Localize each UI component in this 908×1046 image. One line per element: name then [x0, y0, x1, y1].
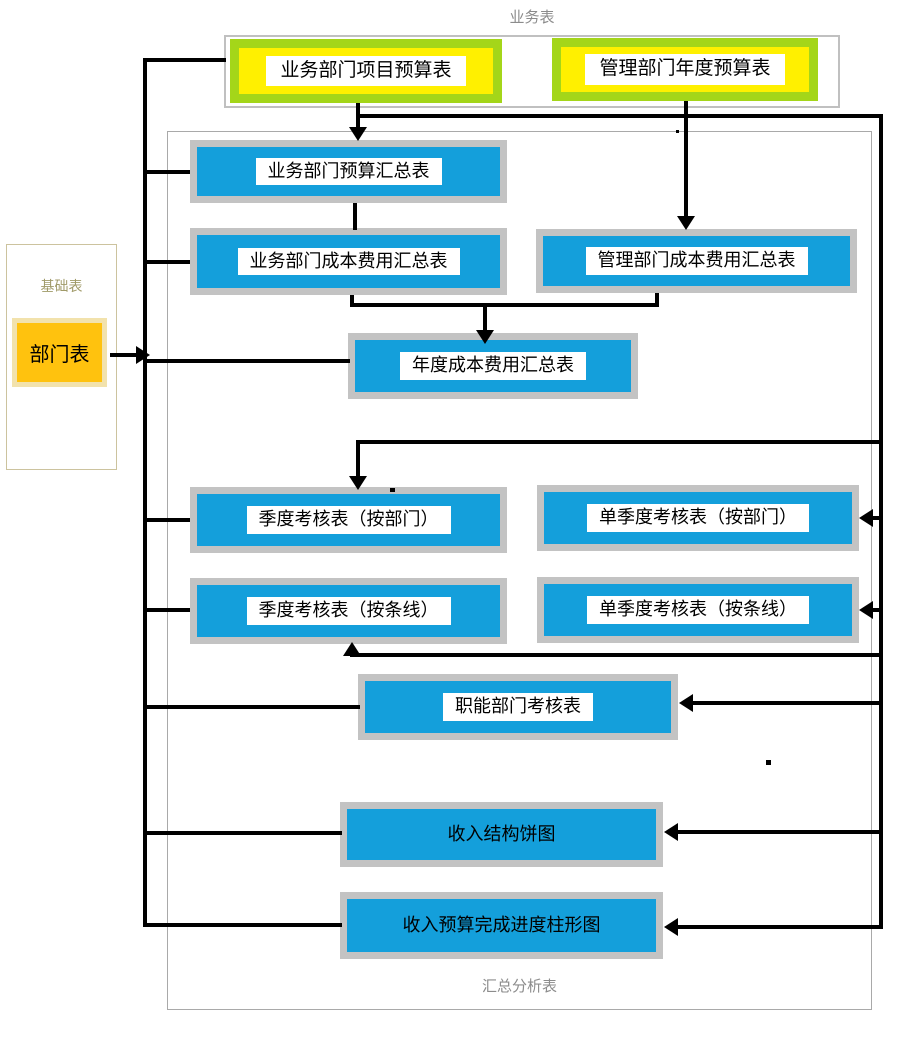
stray-dot — [766, 760, 771, 765]
node-business-dept-project-budget: 业务部门项目预算表 — [230, 39, 502, 103]
node-blue-fill: 单季度考核表（按条线） — [544, 584, 852, 636]
node-blue-fill: 收入结构饼图 — [347, 809, 656, 860]
node-blue-fill: 职能部门考核表 — [365, 681, 671, 733]
arrowhead-down-into-budget-summary — [349, 127, 367, 141]
node-label: 单季度考核表（按部门） — [587, 504, 809, 532]
connector-rail-to-project-budget — [143, 58, 226, 62]
node-amber-fill: 部门表 — [17, 323, 102, 382]
node-yellow-ring: 管理部门年度预算表 — [561, 47, 809, 92]
business-section-label: 业务表 — [509, 9, 555, 26]
connector-mgmt-cost-drop — [655, 293, 659, 305]
node-quarterly-assessment-by-line: 季度考核表（按条线） — [190, 578, 507, 644]
node-business-cost-summary: 业务部门成本费用汇总表 — [190, 228, 507, 295]
node-annual-cost-summary: 年度成本费用汇总表 — [348, 333, 638, 399]
node-label: 业务部门成本费用汇总表 — [237, 247, 460, 276]
node-blue-fill: 管理部门成本费用汇总表 — [543, 236, 850, 286]
arrowhead-right-from-dept-table — [136, 346, 150, 364]
node-label: 业务部门项目预算表 — [266, 55, 466, 87]
connector-arrow-single-q-dept — [866, 516, 883, 520]
node-label: 单季度考核表（按条线） — [587, 596, 809, 624]
summary-section-label: 汇总分析表 — [481, 978, 557, 995]
node-income-budget-progress-bar-chart: 收入预算完成进度柱形图 — [340, 892, 663, 959]
connector-rail-to-quarterly-dept — [143, 518, 190, 522]
node-label: 收入预算完成进度柱形图 — [402, 914, 601, 935]
node-mgmt-cost-summary: 管理部门成本费用汇总表 — [536, 229, 857, 293]
node-blue-fill: 收入预算完成进度柱形图 — [347, 899, 656, 952]
connector-top-to-right-rail — [360, 114, 883, 118]
node-yellow-ring: 业务部门项目预算表 — [239, 48, 493, 94]
connector-rightrail-to-quarterly-dept — [358, 440, 883, 444]
node-blue-fill: 年度成本费用汇总表 — [355, 340, 631, 392]
arrowhead-left-into-single-q-line — [859, 601, 873, 619]
connector-project-budget-down — [356, 103, 360, 129]
connector-budget-to-cost — [353, 203, 357, 230]
node-department-table: 部门表 — [12, 318, 107, 387]
node-label: 管理部门成本费用汇总表 — [585, 247, 808, 275]
connector-drop-to-quarterly-dept — [356, 440, 360, 476]
node-quarterly-assessment-by-dept: 季度考核表（按部门） — [190, 487, 507, 553]
node-mgmt-dept-annual-budget: 管理部门年度预算表 — [552, 38, 818, 101]
connector-rightrail-to-quarterly-line — [352, 653, 883, 657]
connector-arrow-functional — [690, 701, 883, 705]
node-label: 季度考核表（按条线） — [246, 597, 451, 625]
node-business-budget-summary: 业务部门预算汇总表 — [190, 140, 507, 203]
connector-right-rail — [879, 114, 883, 929]
connector-arrow-progress — [675, 925, 883, 929]
connector-rail-to-quarterly-line — [143, 608, 190, 612]
node-blue-fill: 业务部门成本费用汇总表 — [197, 235, 500, 288]
connector-merge-to-annual — [483, 303, 487, 332]
node-label: 季度考核表（按部门） — [246, 506, 451, 534]
connector-rail-to-budget-summary — [143, 170, 190, 174]
connector-annual-budget-down — [684, 101, 688, 219]
connector-rail-to-progress — [143, 923, 342, 927]
connector-dept-table-arrow-line — [110, 353, 136, 357]
node-income-structure-pie: 收入结构饼图 — [340, 802, 663, 867]
node-blue-fill: 季度考核表（按部门） — [197, 494, 500, 546]
connector-rail-to-functional — [143, 705, 360, 709]
node-single-quarter-assessment-by-dept: 单季度考核表（按部门） — [537, 485, 859, 551]
connector-rail-to-business-cost — [143, 260, 190, 264]
node-label: 管理部门年度预算表 — [585, 54, 785, 85]
node-label: 部门表 — [29, 344, 90, 366]
arrowhead-left-into-functional — [679, 694, 693, 712]
arrowhead-up-into-quarterly-line — [343, 642, 361, 656]
arrowhead-left-into-pie — [664, 823, 678, 841]
stray-dot — [676, 130, 679, 133]
node-label: 收入结构饼图 — [447, 823, 556, 844]
node-blue-fill: 季度考核表（按条线） — [197, 585, 500, 637]
arrowhead-left-into-progress — [664, 918, 678, 936]
connector-arrow-pie — [675, 830, 883, 834]
node-functional-dept-assessment: 职能部门考核表 — [358, 674, 678, 740]
connector-rail-to-pie — [143, 831, 342, 835]
connector-left-rail — [143, 58, 147, 927]
connector-arrow-single-q-line — [866, 608, 883, 612]
node-label: 职能部门考核表 — [443, 693, 593, 721]
base-section-label: 基础表 — [40, 278, 83, 294]
connector-rail-to-annual-cost — [145, 359, 350, 363]
arrowhead-left-into-single-q-dept — [859, 509, 873, 527]
arrowhead-down-into-mgmt-cost — [677, 216, 695, 230]
arrowhead-down-into-quarterly-dept — [349, 476, 367, 490]
connector-costs-merge — [350, 303, 659, 307]
node-single-quarter-assessment-by-line: 单季度考核表（按条线） — [537, 577, 859, 643]
connector-business-cost-drop — [350, 295, 354, 305]
node-label: 业务部门预算汇总表 — [255, 157, 442, 186]
arrowhead-down-into-annual-cost — [476, 330, 494, 344]
node-label: 年度成本费用汇总表 — [400, 352, 586, 380]
node-blue-fill: 单季度考核表（按部门） — [544, 492, 852, 544]
stray-dot — [390, 488, 395, 492]
node-blue-fill: 业务部门预算汇总表 — [197, 147, 500, 196]
